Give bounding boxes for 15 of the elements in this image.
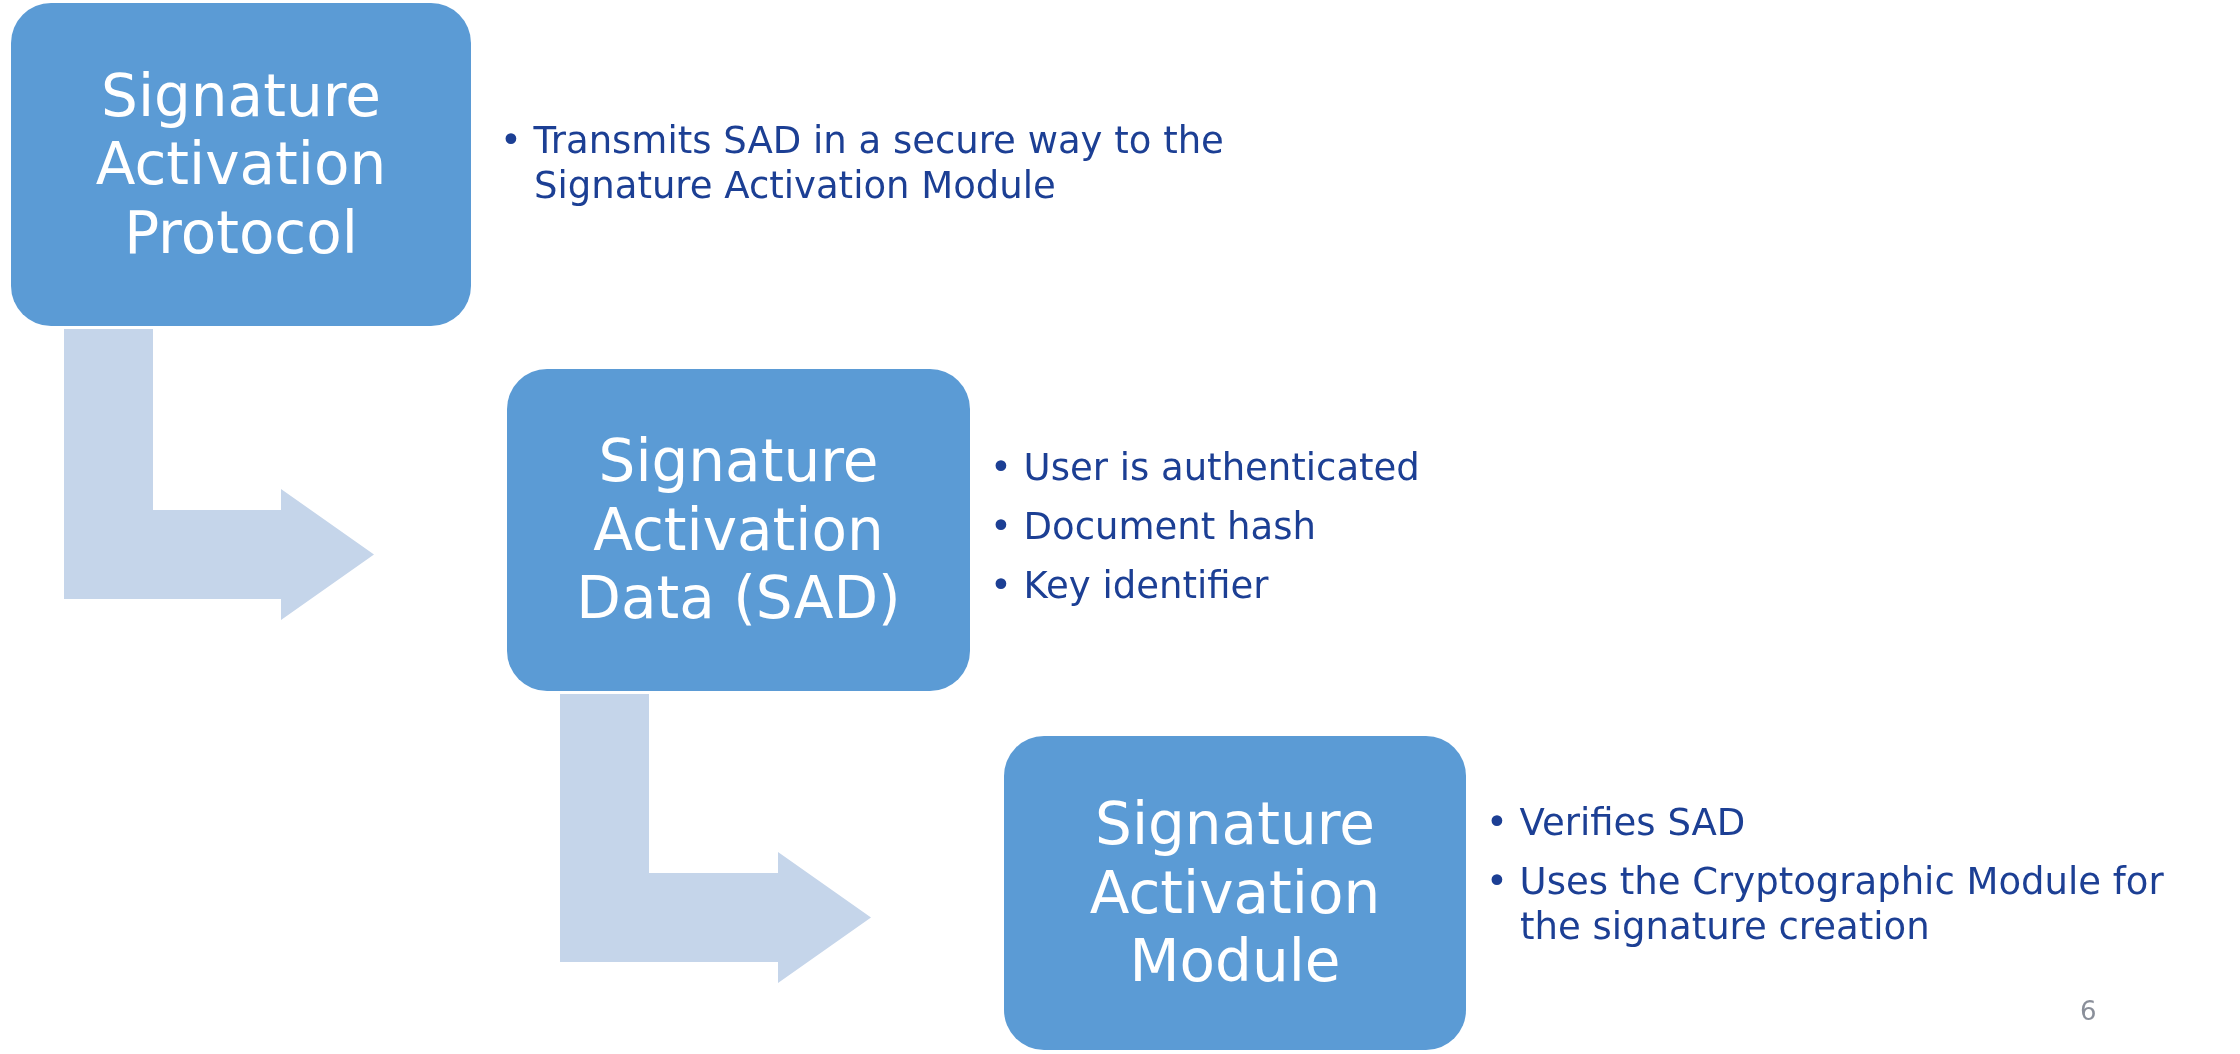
bullet-text: • Uses the Cryptographic Module for the signature creation: [1486, 859, 2165, 950]
bullet-text: • Transmits SAD in a secure way to the Signature Activation Module: [500, 118, 1225, 209]
bullet-text: • User is authenticated: [990, 445, 1421, 491]
bullet-text: • Key identifier: [990, 563, 1270, 609]
bullet-text: • Document hash: [990, 504, 1317, 550]
bent-arrow: [64, 329, 374, 620]
box-title: Signature Activation Module: [1088, 790, 1382, 996]
box-title: Signature Activation Data (SAD): [575, 427, 902, 633]
box-title: Signature Activation Protocol: [94, 61, 388, 268]
bullet-text: • Verifies SAD: [1486, 800, 1747, 846]
process-box: [507, 369, 970, 691]
page-number: 6: [2080, 996, 2097, 1026]
bent-arrow: [560, 694, 871, 983]
process-box: [11, 3, 471, 326]
process-box: [1004, 736, 1466, 1050]
